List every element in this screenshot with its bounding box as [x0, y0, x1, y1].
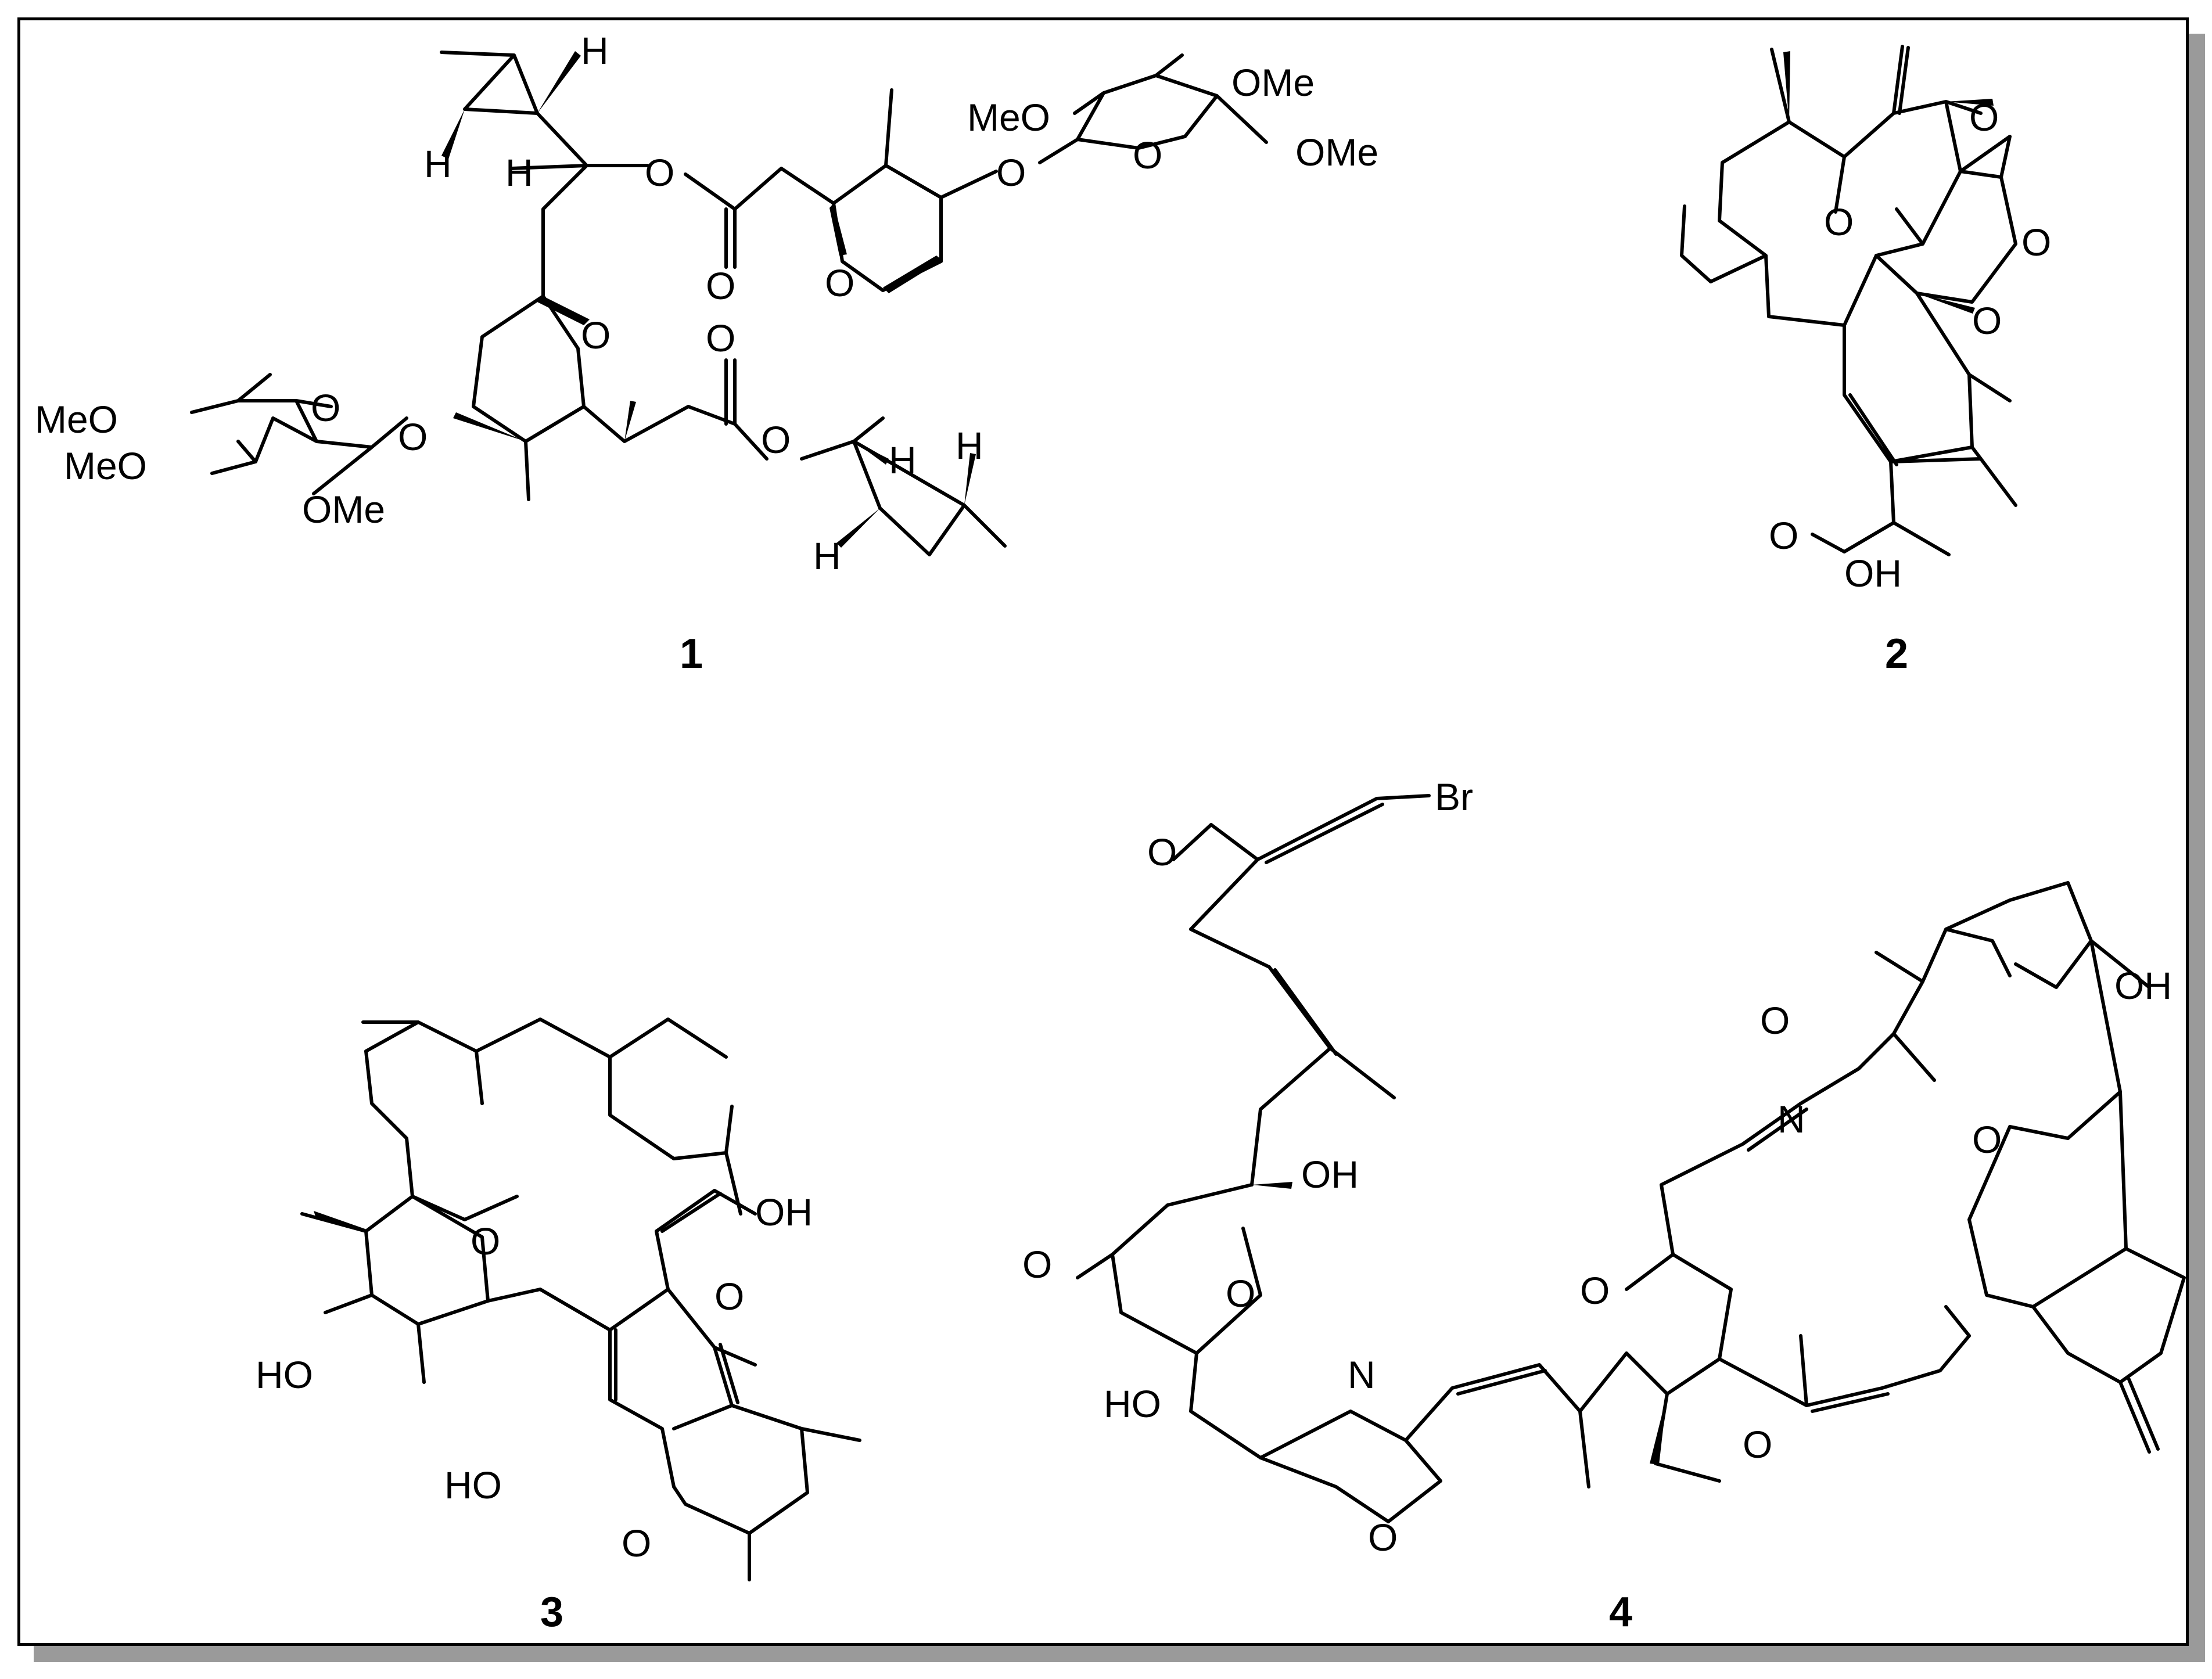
c1-label-o-glyco-bottom: O	[398, 415, 428, 458]
compound-1-label: 1	[680, 631, 703, 677]
compound-4-structure	[1076, 794, 2186, 1523]
c1-label-ome-top2: OMe	[1295, 131, 1378, 174]
c1-label-o-ester: O	[645, 151, 674, 194]
compound-3-structure	[300, 1018, 861, 1581]
c1-label-o-carbonyl-top: O	[706, 264, 735, 307]
compound-4-label: 4	[1609, 1589, 1632, 1635]
figure-frame	[17, 17, 2189, 1646]
c4-label-oh-right: OH	[2114, 964, 2172, 1007]
c3-label-oh-hemiketal: OH	[755, 1191, 813, 1234]
c4-label-o-oxazole-right: O	[1760, 999, 1790, 1042]
c1-label-o-sugar-bottom: O	[311, 386, 340, 429]
c1-label-h-top: H	[581, 29, 609, 72]
c3-label-ho-aryl: HO	[444, 1464, 502, 1507]
compound-3-label: 3	[540, 1589, 563, 1635]
c1-label-meo-1: MeO	[35, 398, 118, 441]
c4-label-o-pyran-center: O	[1580, 1269, 1610, 1312]
c1-label-o-pyran-bottom: O	[581, 314, 611, 357]
c1-label-o-glyco-top: O	[996, 151, 1026, 194]
c1-label-o-pyran-top: O	[825, 261, 854, 304]
c1-label-h-left: H	[424, 142, 452, 185]
c2-label-o-lactone-carbonyl: O	[2021, 221, 2051, 264]
c2-label-oh-acid: OH	[1844, 552, 1902, 595]
c4-label-oh-side: OH	[1301, 1153, 1359, 1196]
c1-label-ome-top1: OMe	[1231, 61, 1315, 104]
c1-label-h-bottom-mid: H	[889, 438, 917, 481]
c1-label-meo-top: MeO	[967, 96, 1050, 139]
c4-label-br: Br	[1435, 775, 1473, 818]
c3-label-o-furan: O	[714, 1275, 744, 1318]
c1-label-o-carbonyl-bottom: O	[706, 317, 735, 359]
c4-label-n-oxazole-left: N	[1348, 1353, 1376, 1396]
c4-label-ho-hemiketal: HO	[1104, 1382, 1161, 1425]
c1-label-h-bottom-right: H	[956, 424, 983, 467]
compound-2-structure	[1680, 45, 2017, 556]
c2-label-o-ketone: O	[1969, 96, 1999, 139]
c4-label-o-pyran-right: O	[1972, 1118, 2002, 1161]
c3-label-ho-pyran: HO	[256, 1353, 313, 1396]
c3-label-o-quinone: O	[622, 1522, 651, 1565]
c4-label-o-pyran-left: O	[1226, 1272, 1255, 1315]
c1-label-ome-bottom: OMe	[302, 488, 385, 531]
c1-label-h-mid: H	[505, 151, 533, 194]
c4-label-n-oxazole-right: N	[1778, 1098, 1805, 1141]
c4-label-o-ester: O	[1743, 1423, 1772, 1466]
c2-label-o-lactone-ring: O	[1972, 299, 2002, 342]
c1-label-o-sugar-top: O	[1133, 134, 1162, 177]
c1-label-h-bottom-left: H	[813, 534, 841, 577]
c4-label-o-oxazole-left: O	[1368, 1516, 1398, 1559]
c3-label-o-pyran: O	[471, 1220, 500, 1263]
c1-label-o-ester-bottom: O	[761, 418, 791, 461]
c2-label-o-acid: O	[1769, 514, 1798, 557]
compound-1-structure	[190, 51, 1268, 556]
c4-label-o-methoxy-bottom: O	[1022, 1243, 1052, 1286]
c1-label-meo-2: MeO	[64, 444, 147, 487]
c2-label-o-ether: O	[1824, 200, 1854, 243]
c4-label-o-methoxy-top: O	[1147, 830, 1177, 873]
compound-2-label: 2	[1885, 631, 1908, 677]
